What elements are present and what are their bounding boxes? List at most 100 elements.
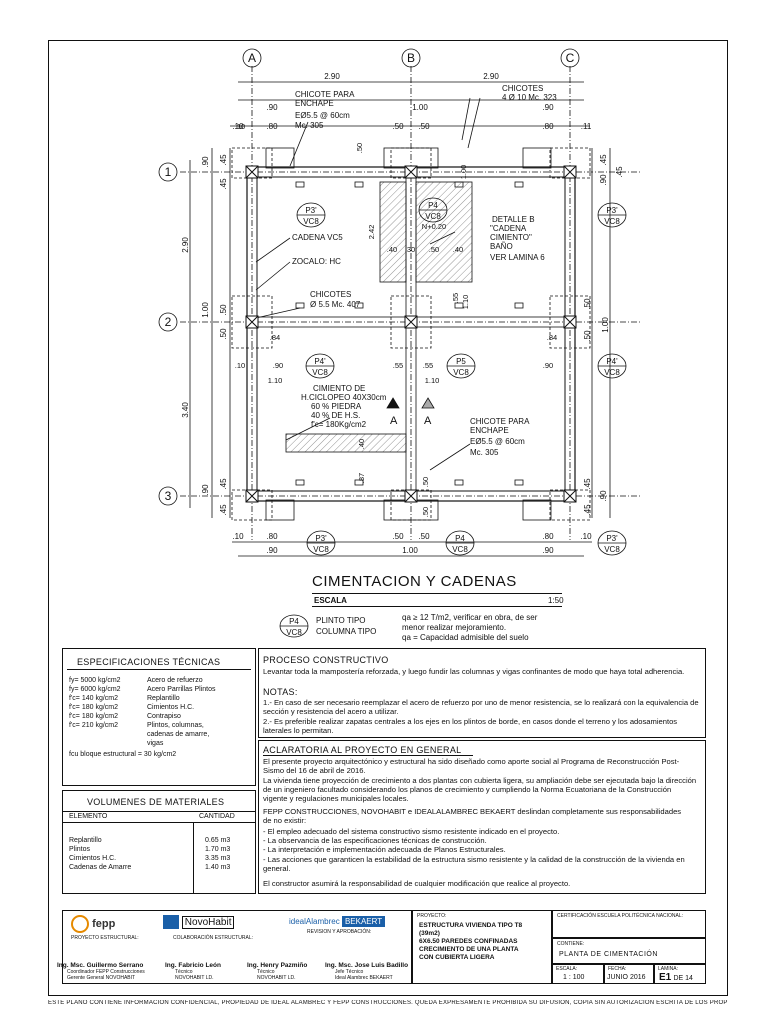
dim-label: .50	[392, 122, 404, 131]
volume-quantity: 1.40 m3	[205, 864, 231, 871]
volume-element: Cimientos H.C.	[69, 855, 117, 862]
dim-label: .45	[615, 166, 624, 178]
dim-label: .45	[583, 504, 592, 516]
nota-1: 1.- En caso de ser necesario reemplazar …	[263, 698, 699, 717]
section-mark-left: A	[390, 415, 398, 427]
legend-line2: COLUMNA TIPO	[316, 627, 377, 636]
tag-top: P3'	[305, 206, 317, 215]
spec-desc: Plintos, columnas,	[147, 722, 204, 729]
fepp-logo-icon	[71, 915, 89, 933]
note-detalle: BAÑO	[490, 242, 513, 251]
section-mark-right: A	[424, 415, 432, 427]
tag-bottom: VC8	[604, 368, 620, 377]
legend-tag-top: P4	[289, 617, 299, 626]
drawing-sheet	[48, 40, 728, 996]
dim-label: 2.42	[367, 225, 376, 240]
dim-label: .50	[421, 477, 430, 487]
spec-desc: vigas	[147, 740, 164, 747]
note-chicote-enchape: Mc. 305	[295, 121, 324, 130]
dim-label: .45	[599, 154, 608, 166]
note-detalle: CIMIENTO"	[490, 233, 532, 242]
foundation-plan: A B C 1 2 3 2.90 2.90 .90 1.00 .90 .10 .…	[158, 48, 640, 557]
tag-top: P3'	[606, 534, 618, 543]
dim-label: .90	[542, 546, 554, 555]
note-chicote-enchape-2: CHICOTE PARA	[470, 417, 530, 426]
aclaratoria-item: - La interpretación e implementación ade…	[263, 845, 506, 855]
fecha-value: JUNIO 2016	[607, 974, 646, 981]
specs-title: ESPECIFICACIONES TÉCNICAS	[77, 657, 221, 667]
tag-bottom: VC8	[604, 545, 620, 554]
specs-box: ESPECIFICACIONES TÉCNICAS fy= 5000 kg/cm…	[62, 648, 256, 786]
dim-label: .90	[266, 103, 278, 112]
signer-role: Técnico	[175, 969, 193, 975]
dim-label: .40	[387, 245, 397, 254]
nota-2: 2.- Es preferible realizar zapatas centr…	[263, 717, 678, 736]
signer-org: NOVOHABIT LD.	[257, 975, 296, 981]
dim-label: 1.10	[268, 376, 283, 385]
proyecto-line: 6X6.50 PAREDES CONFINADAS	[419, 938, 518, 945]
note-chicotes-mid: Ø 5.5 Mc. 407	[310, 300, 361, 309]
dim-label: .30	[405, 245, 415, 254]
spec-desc: Replantillo	[147, 695, 180, 702]
note-chicote-enchape-2: Mc. 305	[470, 448, 499, 457]
dim-label: .87	[357, 473, 366, 483]
note-cimiento: f'c= 180Kg/cm2	[311, 420, 367, 429]
ideal-logo-text: idealAlambrec	[289, 917, 340, 926]
novohabit-logo-icon	[163, 915, 179, 929]
volumes-rule2	[63, 822, 255, 823]
dim-label: 1.00	[459, 165, 468, 180]
proceso-text: Levantar toda la mampostería reforzada, …	[263, 667, 685, 676]
lamina-cell: LAMINA: E1 DE 14	[654, 964, 706, 984]
fepp-logo-text: fepp	[92, 917, 116, 930]
spec-desc: Cimientos H.C.	[147, 704, 195, 711]
volumes-col2: CANTIDAD	[199, 813, 235, 820]
dim-label: .50	[429, 245, 439, 254]
tag-bottom: VC8	[313, 545, 329, 554]
axis-2-label: 2	[165, 315, 172, 329]
note-cimiento: 60 % PIEDRA	[311, 402, 362, 411]
dim-label: 1.00	[412, 103, 428, 112]
plan-title: CIMENTACION Y CADENAS	[312, 573, 517, 590]
dim-label: .11	[581, 122, 592, 131]
spec-desc: Acero de refuerzo	[147, 677, 203, 684]
tag-bottom: VC8	[303, 217, 319, 226]
aclaratoria-p3: FEPP CONSTRUCCIONES, NOVOHABIT e IDEALAL…	[263, 807, 682, 826]
novohabit-logo: NovoHabit	[163, 915, 235, 929]
axis-1-label: 1	[165, 165, 172, 179]
volumes-title: VOLUMENES DE MATERIALES	[87, 797, 225, 807]
note-detalle: VER LAMINA 6	[490, 253, 545, 262]
note-cimiento: CIMIENTO DE	[313, 384, 365, 393]
signer-name: Ing. Msc. Jose Luis Badillo	[325, 962, 409, 969]
axis-3-label: 3	[165, 489, 172, 503]
note-cimiento: 40 % DE H.S.	[311, 411, 360, 420]
dim-label: N+0.20	[422, 222, 446, 231]
tag-bottom: VC8	[425, 212, 441, 221]
spec-value: fy= 5000 kg/cm2	[69, 677, 121, 684]
signer-role: Coordinador FEPP Construcciones	[67, 969, 145, 975]
dim-label: .50	[418, 122, 430, 131]
aclaratoria-item: - El empleo adecuado del sistema constru…	[263, 827, 560, 836]
dim-label: 1.00	[201, 302, 210, 318]
dim-label: .50	[583, 298, 592, 310]
proyecto-line: CON CUBIERTA LIGERA	[419, 954, 495, 961]
dim-label: 1.10	[461, 295, 470, 310]
signer-name: Ing. Fabricio León	[165, 962, 221, 969]
dim-label: .45	[219, 178, 228, 190]
contiene-value: PLANTA DE CIMENTACIÓN	[559, 951, 658, 958]
dim-label: .10	[232, 532, 244, 541]
tag-top: P5	[456, 357, 466, 366]
dim-12: 2.90	[181, 237, 190, 253]
proyecto-cell: PROYECTO: ESTRUCTURA VIVIENDA TIPO T8(39…	[412, 910, 552, 984]
tag-bottom: VC8	[312, 368, 328, 377]
dim-label: .90	[201, 156, 210, 168]
dim-label: .40	[453, 245, 463, 254]
volumes-col1: ELEMENTO	[69, 813, 108, 820]
tag-bottom: VC8	[604, 217, 620, 226]
dim-label: 1.00	[601, 317, 610, 333]
volume-element: Cadenas de Amarre	[69, 864, 132, 871]
dim-label: .90	[542, 103, 554, 112]
dim-bc: 2.90	[483, 72, 499, 81]
lamina-number: E1	[659, 972, 672, 983]
dim-label: .90	[543, 361, 553, 370]
dim-label: .50	[219, 304, 228, 316]
